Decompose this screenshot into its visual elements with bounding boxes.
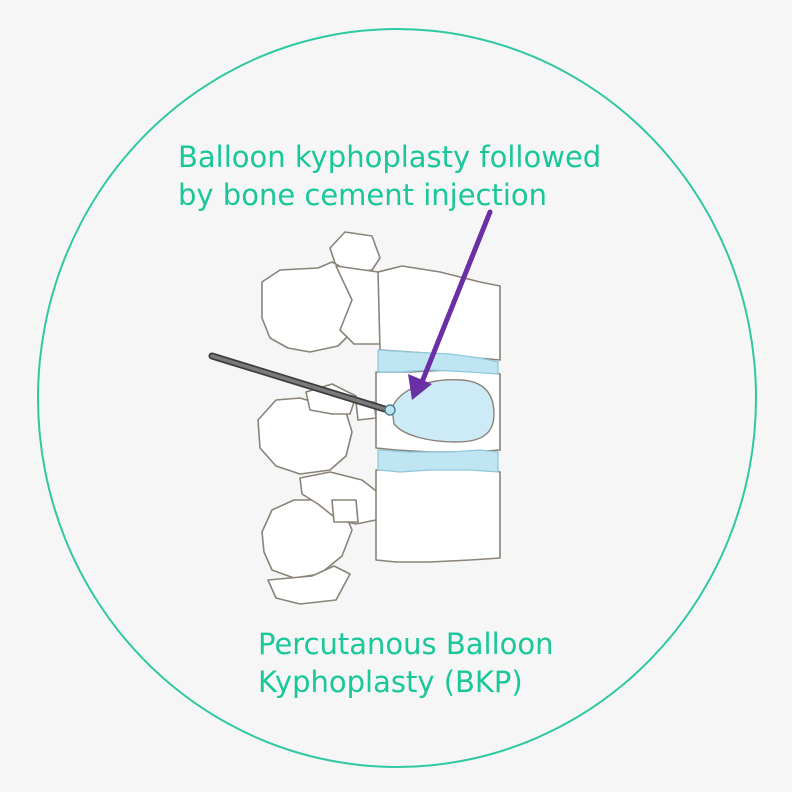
diagram-title: Percutanous Balloon Kyphoplasty (BKP) <box>258 625 554 701</box>
needle-icon <box>208 352 396 416</box>
title-line-2: Kyphoplasty (BKP) <box>258 665 523 699</box>
annotation-caption: Balloon kyphoplasty followed by bone cem… <box>178 138 601 214</box>
circle-frame <box>37 28 757 768</box>
intervertebral-discs <box>377 349 499 473</box>
annotation-line-1: Balloon kyphoplasty followed <box>178 140 602 174</box>
purple-arrow-icon <box>408 209 493 400</box>
annotation-line-2: by bone cement injection <box>178 178 548 212</box>
title-line-1: Percutanous Balloon <box>258 627 554 661</box>
